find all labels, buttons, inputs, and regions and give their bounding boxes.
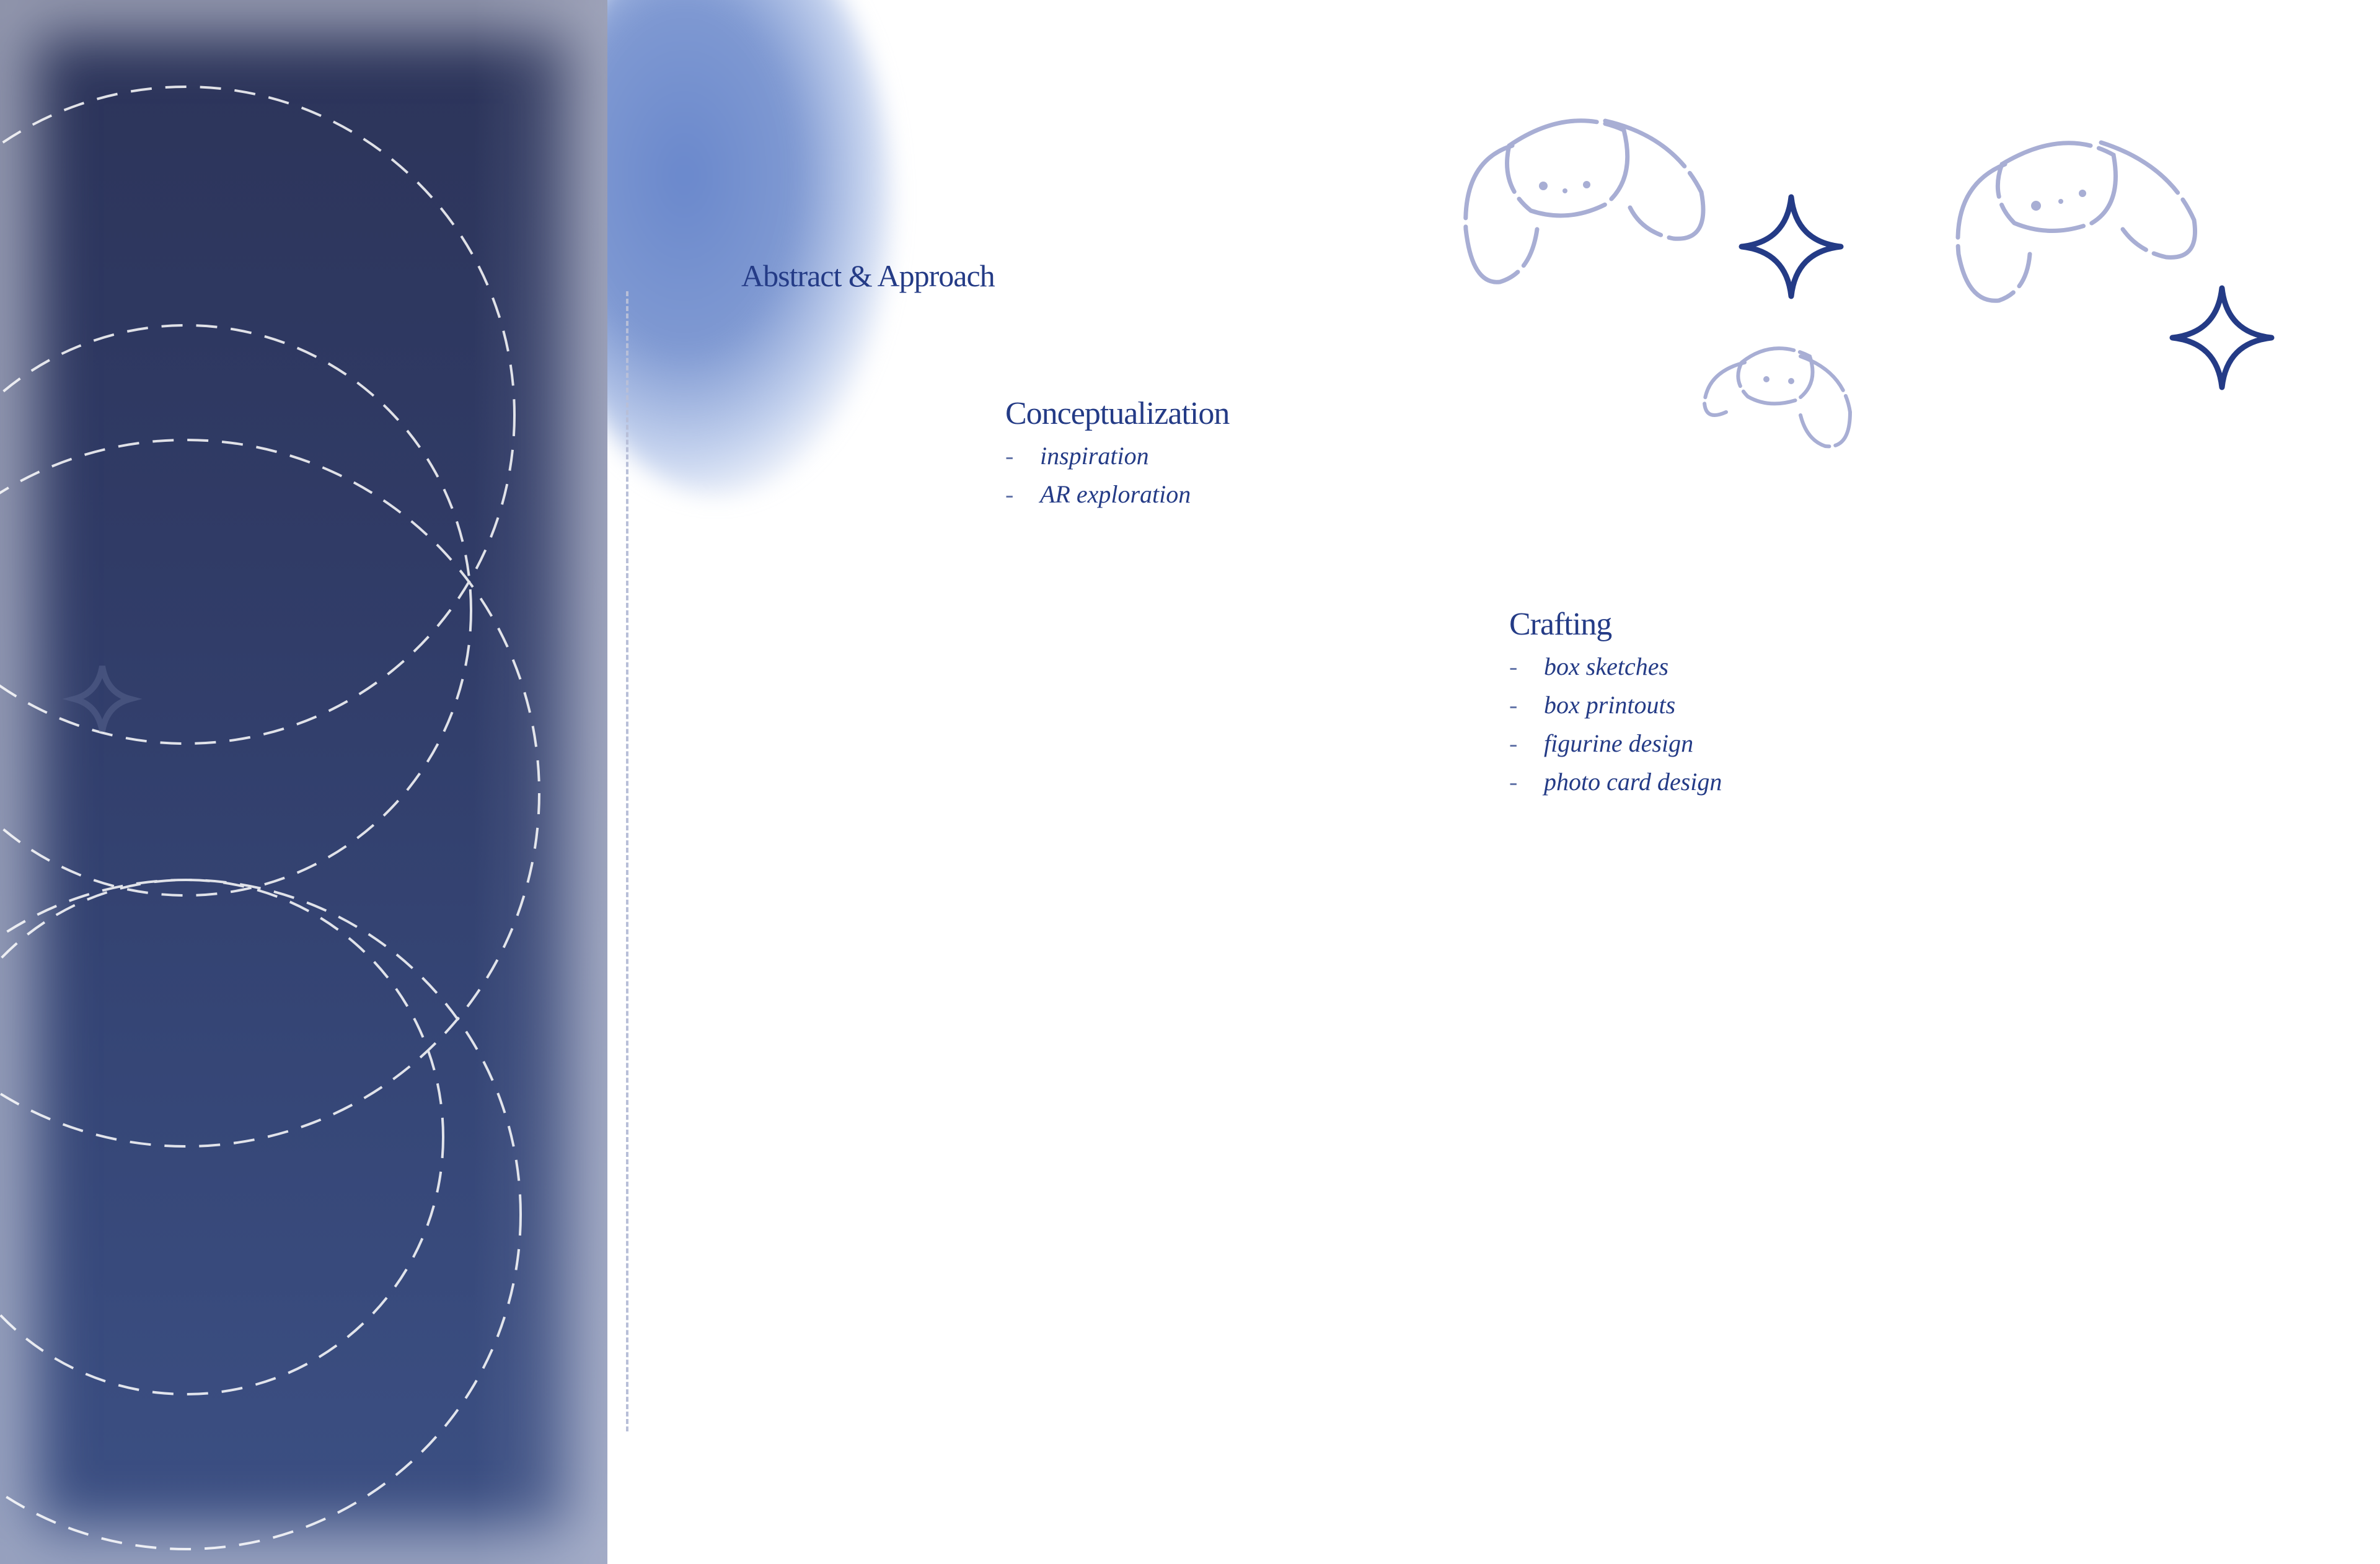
list-item-label: figurine design — [1544, 729, 1694, 757]
section-title-crafting: Crafting — [1509, 607, 1612, 642]
dashed-circles-decoration — [0, 86, 540, 1550]
list-item: -box sketches — [1509, 648, 1722, 686]
list-item-label: box sketches — [1544, 652, 1669, 680]
list-item: -AR exploration — [1005, 475, 1191, 514]
list-marker: - — [1509, 729, 1518, 757]
list-item-label: inspiration — [1040, 442, 1149, 470]
list-item: -figurine design — [1509, 724, 1722, 763]
list-item: -box printouts — [1509, 686, 1722, 724]
bunny-sketch-icon — [1702, 346, 1853, 449]
list-item-label: photo card design — [1544, 768, 1722, 796]
faint-sparkle-icon — [62, 666, 143, 732]
list-item: -photo card design — [1509, 763, 1722, 801]
bunny-sketch-icon — [1955, 140, 2197, 303]
dashed-circle — [0, 879, 522, 1550]
sparkle-icon — [1739, 194, 1844, 299]
list-item-label: box printouts — [1544, 691, 1676, 719]
list-item-label: AR exploration — [1040, 480, 1191, 508]
page-title: Abstract & Approach — [741, 258, 995, 293]
sparkle-icon — [2169, 285, 2275, 390]
dashed-circle — [0, 86, 516, 745]
list-marker: - — [1509, 768, 1518, 796]
list-marker: - — [1005, 442, 1014, 470]
dashed-circle — [0, 439, 540, 1148]
list-item: -inspiration — [1005, 437, 1191, 475]
sidebar-edge-fade — [0, 0, 607, 1564]
bunny-sketch-icon — [1463, 118, 1706, 284]
dashed-divider — [626, 291, 628, 1431]
dashed-circle — [0, 324, 472, 897]
conceptualization-list: -inspiration -AR exploration — [1005, 437, 1191, 514]
section-title-conceptualization: Conceptualization — [1005, 396, 1230, 431]
list-marker: - — [1509, 652, 1518, 680]
list-marker: - — [1509, 691, 1518, 719]
crafting-list: -box sketches -box printouts -figurine d… — [1509, 648, 1722, 801]
list-marker: - — [1005, 480, 1014, 508]
sidebar-panel — [0, 0, 607, 1564]
dashed-circle — [0, 879, 444, 1395]
